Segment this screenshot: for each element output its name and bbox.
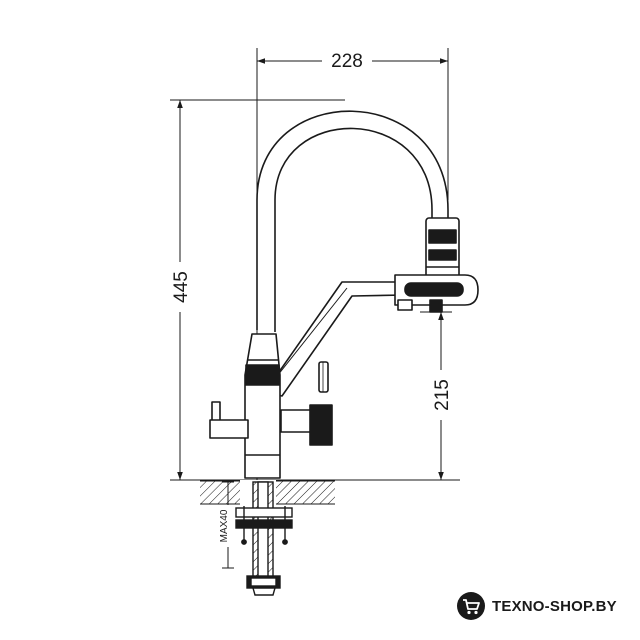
left-handle [209, 419, 249, 439]
filter-water-arm [264, 281, 406, 397]
gooseneck-spout [256, 110, 449, 330]
dimension-spout-height-label: 215 [432, 379, 453, 411]
faucet [209, 110, 479, 479]
dimension-max-thickness: MAX40 [214, 481, 234, 569]
mounting-washer [235, 507, 293, 518]
faucet-body [244, 333, 281, 479]
left-lever [211, 401, 221, 423]
brand-logo[interactable]: TEXNO-SHOP.BY [456, 590, 617, 622]
dimension-width-label: 228 [331, 51, 363, 72]
mounting-hardware [235, 481, 293, 596]
dimension-spout-height: 215 [427, 312, 455, 480]
brand-name: TEXNO-SHOP.BY [492, 597, 617, 615]
shopping-cart-icon [457, 592, 485, 620]
dimension-width: 228 [257, 46, 448, 72]
dimension-height-label: 445 [171, 271, 192, 303]
right-lever [318, 361, 329, 393]
dimension-height: 445 [166, 100, 194, 480]
spout-head [425, 217, 460, 279]
dimension-max-thickness-label: MAX40 [219, 509, 230, 542]
